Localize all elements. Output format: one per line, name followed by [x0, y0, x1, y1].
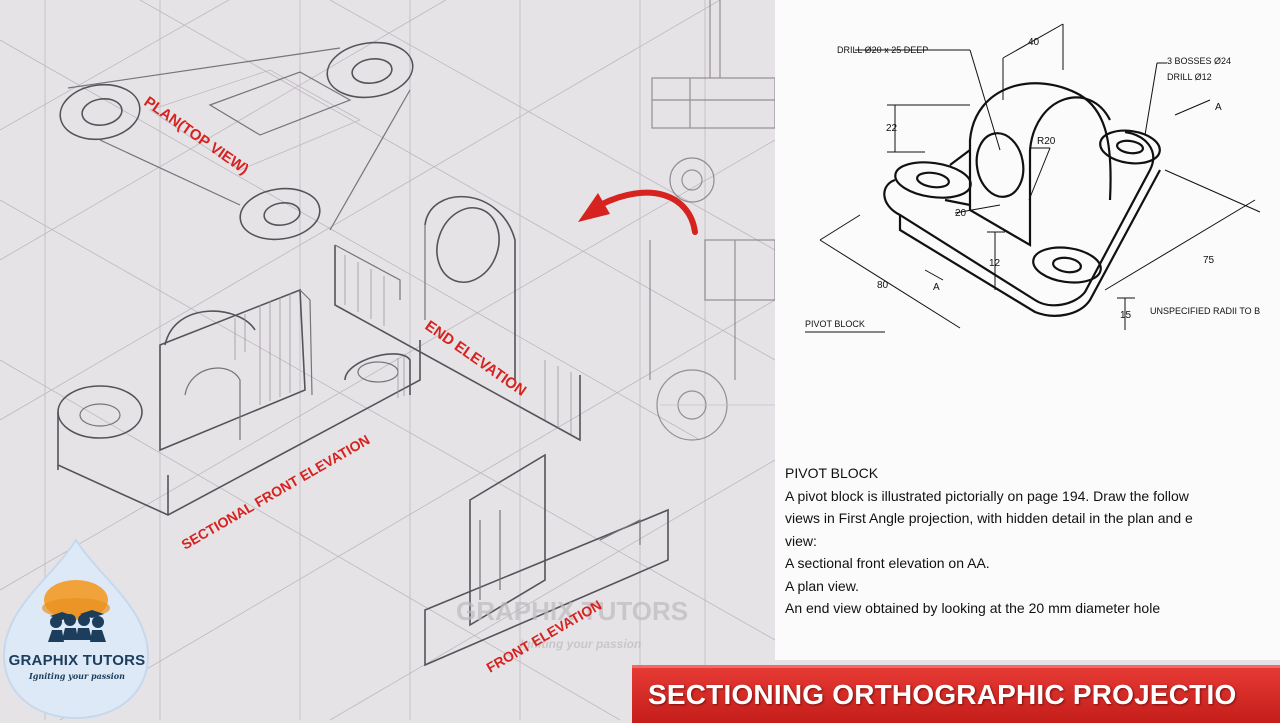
label-sectional-front-elevation: SECTIONAL FRONT ELEVATION: [179, 431, 373, 552]
watermark-tagline: Igniting your passion: [520, 637, 641, 651]
logo-tagline: Igniting your passion: [29, 671, 125, 681]
problem-line: A sectional front elevation on AA.: [785, 555, 990, 571]
problem-line: A plan view.: [785, 577, 859, 594]
problem-line: views in First Angle projection, with hi…: [785, 510, 1193, 526]
drawing-title: PIVOT BLOCK: [805, 319, 865, 329]
graphix-tutors-logo: GRAPHIX TUTORS Igniting your passion: [0, 538, 152, 720]
callout-bosses: 3 BOSSES Ø24: [1167, 56, 1231, 66]
problem-title: PIVOT BLOCK: [785, 465, 879, 481]
reference-panel: DRILL Ø20 x 25 DEEP 3 BOSSES Ø24 DRILL Ø…: [775, 0, 1280, 660]
pivot-block-drawing: DRILL Ø20 x 25 DEEP 3 BOSSES Ø24 DRILL Ø…: [805, 23, 1260, 333]
plan-view-sketch: [59, 41, 414, 241]
title-banner: SECTIONING ORTHOGRAPHIC PROJECTIO: [632, 665, 1280, 723]
dim-22: 22: [886, 123, 898, 134]
end-elevation-sketch: [334, 195, 581, 442]
ortho-sketch-faint: [649, 0, 775, 441]
watermark: GRAPHIX TUTORS Igniting your passion: [456, 596, 688, 651]
dim-80: 80: [877, 280, 889, 291]
dim-r20: R20: [1037, 136, 1056, 147]
label-end-elevation: END ELEVATION: [422, 317, 530, 399]
callout-bosses-drill: DRILL Ø12: [1167, 72, 1212, 82]
problem-statement: PIVOT BLOCK A pivot block is illustrated…: [785, 462, 1280, 620]
dim-20: 20: [955, 208, 967, 219]
problem-line: view:: [785, 532, 817, 549]
watermark-name: GRAPHIX TUTORS: [456, 596, 688, 626]
dim-40: 40: [1028, 37, 1040, 48]
section-marker-a-left: A: [933, 282, 940, 293]
problem-line: A pivot block is illustrated pictorially…: [785, 487, 1189, 504]
problem-line: An end view obtained by looking at the 2…: [785, 600, 1161, 616]
label-plan-top-view: PLAN(TOP VIEW): [141, 93, 252, 178]
logo-drop-icon: [2, 538, 150, 720]
callout-unspecified-radii: UNSPECIFIED RADII TO B: [1150, 306, 1260, 316]
sectional-front-sketch: [57, 288, 421, 516]
dim-75: 75: [1203, 255, 1215, 266]
section-marker-a-right: A: [1215, 102, 1222, 113]
banner-title: SECTIONING ORTHOGRAPHIC PROJECTIO: [648, 679, 1237, 710]
red-curved-arrow: [578, 189, 698, 235]
front-elevation-sketch: [424, 453, 669, 667]
logo-name: GRAPHIX TUTORS: [8, 652, 146, 669]
dim-12: 12: [989, 258, 1001, 269]
dim-15: 15: [1120, 310, 1132, 321]
callout-drill-depth: DRILL Ø20 x 25 DEEP: [837, 45, 928, 55]
